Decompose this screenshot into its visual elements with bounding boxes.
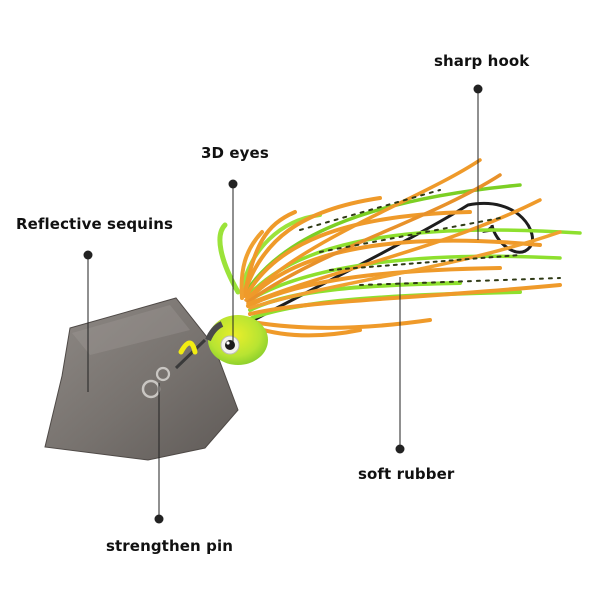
3d-eye-icon [220,335,240,355]
label-soft-rubber: soft rubber [358,465,455,483]
soft-rubber-skirt [217,158,582,338]
yellow-keeper-icon [178,340,198,355]
leader-reflective-sequins [83,250,93,392]
label-reflective-sequins: Reflective sequins [16,215,174,233]
leader-sharp-hook [473,84,483,240]
label-sharp-hook: sharp hook [434,52,530,70]
reflective-sequin-blade [44,297,239,461]
leader-3d-eyes [228,179,238,342]
connector-wire [174,338,207,370]
label-3d-eyes: 3D eyes [201,144,269,162]
leader-soft-rubber [395,277,405,454]
leader-strengthen-pin [154,383,164,524]
label-strengthen-pin: strengthen pin [106,537,233,555]
